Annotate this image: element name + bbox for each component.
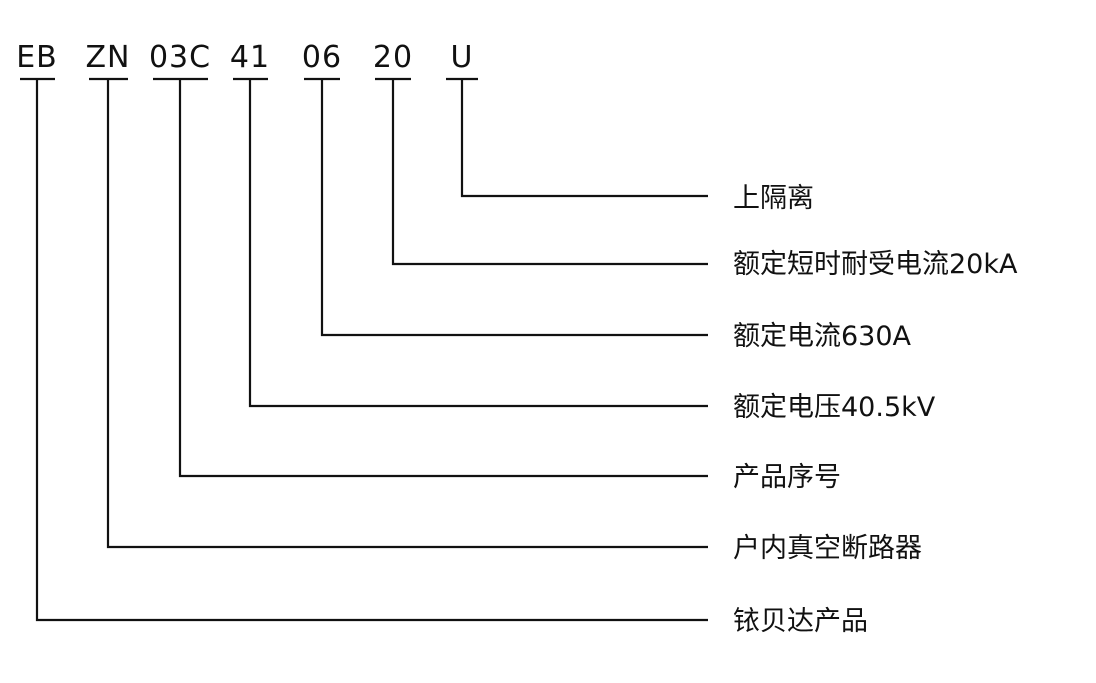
meaning-03c: 产品序号 (733, 462, 841, 493)
code-segment-41: 41 (230, 40, 270, 75)
meaning-zn: 户内真空断路器 (733, 533, 922, 564)
leader-line-06 (320, 79, 708, 337)
leader-line-03c (178, 79, 708, 478)
code-segment-zn: ZN (86, 40, 131, 75)
code-segment-u: U (451, 40, 474, 75)
leader-line-eb (35, 79, 708, 622)
meaning-20: 额定短时耐受电流20kA (733, 249, 1018, 280)
meaning-06: 额定电流630A (733, 321, 912, 352)
code-segment-06: 06 (302, 40, 342, 75)
code-segment-eb: EB (16, 40, 58, 75)
code-segment-20: 20 (373, 40, 413, 75)
meaning-u: 上隔离 (733, 183, 814, 214)
code-segment-03c: 03C (149, 40, 211, 75)
leader-line-u (460, 79, 708, 198)
meaning-41: 额定电压40.5kV (733, 392, 936, 423)
leader-line-20 (391, 79, 708, 266)
meaning-eb: 铱贝达产品 (733, 606, 868, 637)
leader-line-zn (106, 79, 708, 549)
leader-line-41 (248, 79, 708, 408)
